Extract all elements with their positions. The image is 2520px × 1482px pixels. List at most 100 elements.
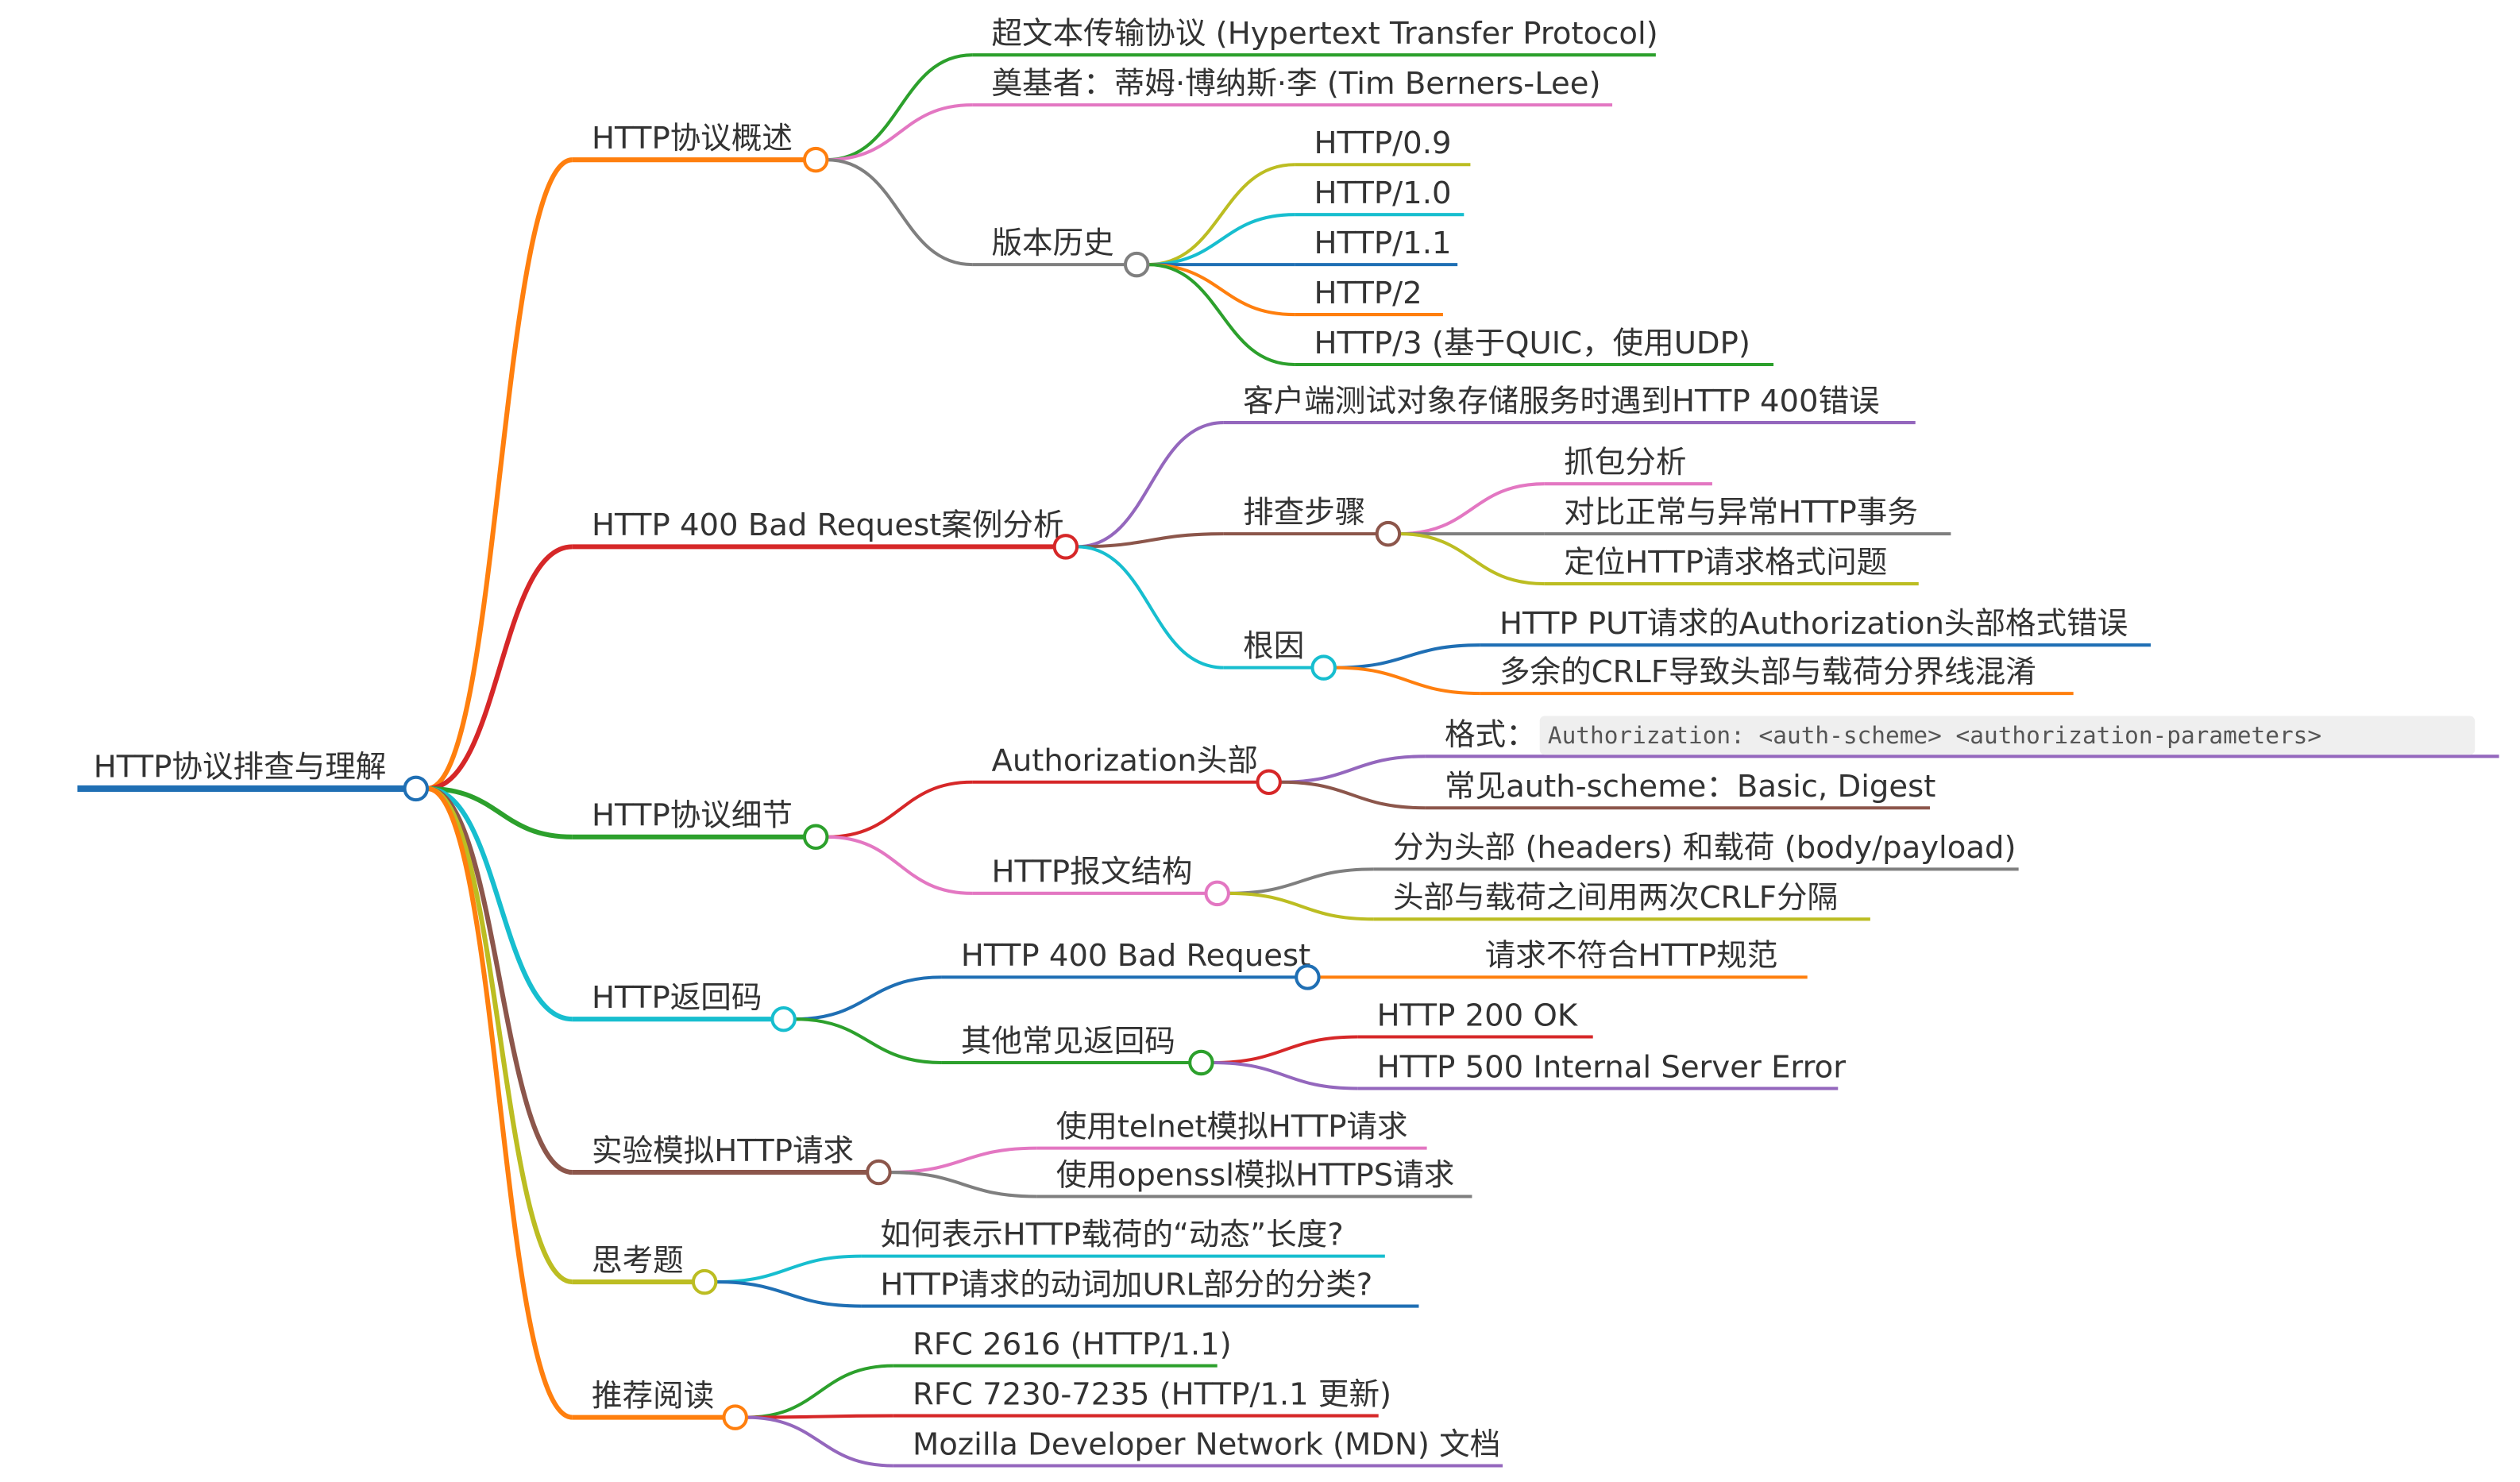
topic-node[interactable]: 使用telnet模拟HTTP请求 <box>1036 1109 1427 1150</box>
topic-label: HTTP/1.1 <box>1314 226 1452 261</box>
topic-label: 根因 <box>1243 628 1304 664</box>
topic-node[interactable]: HTTP协议概述 <box>572 121 816 163</box>
connector-line <box>827 835 973 895</box>
connector-line <box>1148 263 1295 367</box>
topic-label: 使用telnet模拟HTTP请求 <box>1056 1109 1408 1144</box>
topic-node[interactable]: 使用openssl模拟HTTPS请求 <box>1036 1157 1472 1198</box>
topic-node[interactable]: HTTP/1.1 <box>1295 226 1458 267</box>
topic-node[interactable]: HTTP 200 OK <box>1357 998 1593 1039</box>
collapse-toggle-icon[interactable] <box>1123 251 1150 278</box>
connector-line <box>746 1364 893 1419</box>
collapse-toggle-icon[interactable] <box>1256 769 1282 796</box>
collapse-toggle-icon[interactable] <box>1052 534 1079 560</box>
topic-node[interactable]: Authorization头部 <box>972 743 1269 784</box>
topic-node[interactable]: RFC 2616 (HTTP/1.1) <box>893 1326 1232 1368</box>
topic-node[interactable]: 版本历史 <box>972 226 1137 267</box>
topic-node[interactable]: 超文本传输协议 (Hypertext Transfer Protocol) <box>972 16 1658 57</box>
topic-node[interactable]: Mozilla Developer Network (MDN) 文档 <box>893 1426 1503 1468</box>
root-node[interactable]: HTTP协议排查与理解 <box>77 750 416 792</box>
topic-label: 格式： <box>1445 717 1537 753</box>
collapse-toggle-icon[interactable] <box>1295 964 1321 990</box>
connector-line <box>1399 482 1545 536</box>
collapse-toggle-icon[interactable] <box>866 1159 892 1186</box>
topic-node[interactable]: 多余的CRLF导致头部与载荷分界线混淆 <box>1480 654 2074 696</box>
topic-node[interactable]: 常见auth-scheme：Basic, Digest <box>1425 769 1936 810</box>
topic-label: HTTP返回码 <box>592 980 762 1016</box>
topic-node[interactable]: 奠基者：蒂姆·博纳斯·李 (Tim Berners-Lee) <box>972 66 1613 107</box>
topic-label: 思考题 <box>592 1243 684 1279</box>
topic-node[interactable]: 排查步骤 <box>1223 495 1388 536</box>
topic-label: 推荐阅读 <box>592 1378 714 1414</box>
topic-node[interactable]: 如何表示HTTP载荷的“动态”长度? <box>861 1217 1385 1258</box>
topic-node[interactable]: 请求不符合HTTP规范 <box>1307 938 1808 979</box>
collapse-toggle-icon[interactable] <box>403 775 429 802</box>
topic-label: HTTP协议细节 <box>592 798 793 834</box>
topic-node[interactable]: 根因 <box>1223 628 1324 670</box>
connector-line <box>1077 532 1224 549</box>
collapse-toggle-icon[interactable] <box>1310 654 1337 681</box>
topic-node[interactable]: 分为头部 (headers) 和载荷 (body/payload) <box>1373 830 2019 871</box>
collapse-toggle-icon[interactable] <box>802 824 829 851</box>
topic-label: 版本历史 <box>991 226 1113 261</box>
topic-node[interactable]: 其他常见返回码 <box>941 1024 1202 1065</box>
topic-node[interactable]: HTTP/1.0 <box>1295 176 1465 217</box>
topic-node[interactable]: 头部与载荷之间用两次CRLF分隔 <box>1373 880 1870 921</box>
topic-node[interactable]: HTTP/3 (基于QUIC，使用UDP) <box>1295 326 1774 367</box>
connector-line <box>1148 213 1295 267</box>
connector-line <box>426 785 573 1175</box>
connector-line <box>827 158 973 267</box>
topic-node[interactable]: HTTP/2 <box>1295 276 1443 317</box>
topic-node[interactable]: HTTP返回码 <box>572 980 784 1022</box>
topic-node[interactable]: 抓包分析 <box>1544 445 1712 486</box>
topic-label: HTTP协议排查与理解 <box>94 750 387 785</box>
topic-node[interactable]: 实验模拟HTTP请求 <box>572 1133 879 1175</box>
connector-line <box>426 785 573 1420</box>
topic-node[interactable]: 思考题 <box>572 1243 705 1285</box>
collapse-toggle-icon[interactable] <box>1375 520 1402 547</box>
topic-node[interactable]: 客户端测试对象存储服务时遇到HTTP 400错误 <box>1223 384 1916 425</box>
collapse-toggle-icon[interactable] <box>802 146 829 173</box>
topic-label: HTTP 200 OK <box>1377 998 1579 1033</box>
topic-label: 实验模拟HTTP请求 <box>592 1133 854 1169</box>
topic-node[interactable]: HTTP PUT请求的Authorization头部格式错误 <box>1480 606 2151 647</box>
topic-label: 其他常见返回码 <box>961 1024 1175 1059</box>
topic-node[interactable]: 定位HTTP请求格式问题 <box>1544 545 1919 586</box>
collapse-toggle-icon[interactable] <box>691 1268 718 1295</box>
topic-label: RFC 7230-7235 (HTTP/1.1 更新) <box>913 1376 1391 1412</box>
topic-node[interactable]: 推荐阅读 <box>572 1378 735 1420</box>
topic-label: 如何表示HTTP载荷的“动态”长度? <box>880 1217 1343 1252</box>
connector-line <box>426 785 573 839</box>
topic-label: 分为头部 (headers) 和载荷 (body/payload) <box>1393 830 2016 866</box>
collapse-toggle-icon[interactable] <box>770 1005 797 1032</box>
collapse-toggle-icon[interactable] <box>1188 1049 1214 1076</box>
connector-line <box>426 544 573 791</box>
collapse-toggle-icon[interactable] <box>1204 880 1230 907</box>
topic-node[interactable]: HTTP 400 Bad Request案例分析 <box>572 508 1066 550</box>
topic-node[interactable]: HTTP报文结构 <box>972 855 1218 895</box>
topic-node[interactable]: HTTP协议细节 <box>572 798 816 839</box>
topic-node[interactable]: 对比正常与异常HTTP事务 <box>1544 495 1951 536</box>
topic-node[interactable]: HTTP/0.9 <box>1295 125 1471 167</box>
connector-line <box>426 785 573 1022</box>
topic-label: HTTP/0.9 <box>1314 125 1452 161</box>
connector-line <box>716 1254 862 1284</box>
connector-line <box>827 53 973 162</box>
topic-label: 定位HTTP请求格式问题 <box>1564 545 1887 581</box>
topic-node[interactable]: HTTP 500 Internal Server Error <box>1357 1049 1847 1090</box>
topic-label: Mozilla Developer Network (MDN) 文档 <box>913 1426 1500 1462</box>
topic-node[interactable]: HTTP请求的动词加URL部分的分类? <box>861 1267 1419 1308</box>
topic-label: 抓包分析 <box>1564 445 1686 480</box>
topic-node[interactable]: 格式：Authorization: <auth-scheme> <authori… <box>1425 716 2499 758</box>
connector-line <box>1279 780 1426 810</box>
collapse-toggle-icon[interactable] <box>722 1404 748 1430</box>
topic-node[interactable]: RFC 7230-7235 (HTTP/1.1 更新) <box>893 1376 1391 1418</box>
connector-line <box>1279 755 1426 784</box>
connector-line <box>426 157 573 791</box>
topic-label: HTTP 500 Internal Server Error <box>1377 1049 1847 1085</box>
connector-line <box>1228 867 1374 895</box>
connector-line <box>746 1415 893 1468</box>
topic-label: HTTP报文结构 <box>991 855 1192 890</box>
topic-node[interactable]: HTTP 400 Bad Request <box>941 938 1311 979</box>
topic-label: 使用openssl模拟HTTPS请求 <box>1056 1157 1455 1193</box>
